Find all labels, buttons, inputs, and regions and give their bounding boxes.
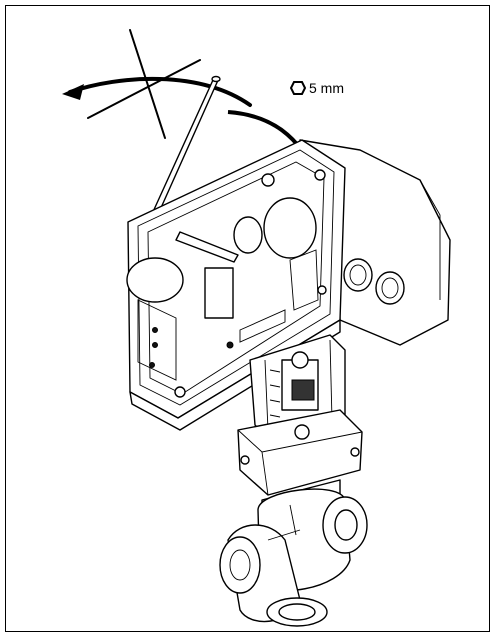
crossed-out-rotation-arrow xyxy=(62,29,252,139)
tool-size-label: 5 mm xyxy=(289,80,344,96)
hexagon-icon xyxy=(289,81,307,95)
tool-size-text: 5 mm xyxy=(309,80,344,96)
valve-body xyxy=(219,488,368,627)
